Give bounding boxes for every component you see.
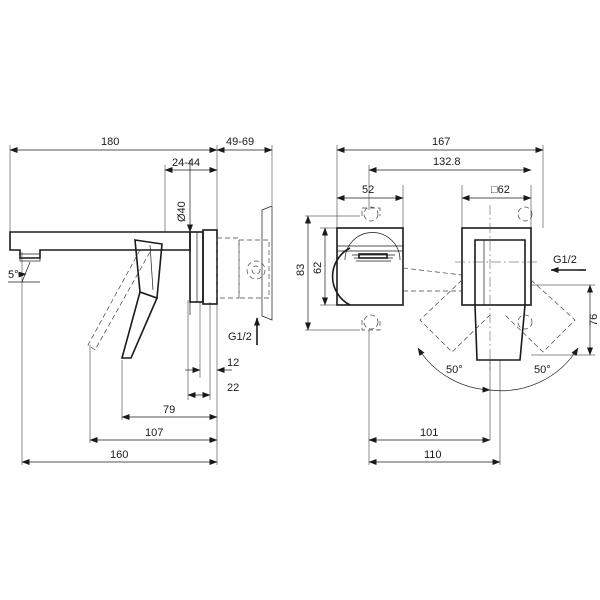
dim-167: 167 [432, 136, 450, 148]
dim-110: 110 [424, 449, 442, 461]
dim-101: 101 [420, 427, 438, 439]
front-right-body [419, 206, 576, 361]
front-left-connection [361, 206, 463, 331]
front-rotation-arcs [417, 347, 579, 393]
dim-12: 12 [227, 357, 239, 369]
dim-107: 107 [145, 427, 163, 439]
dim-22: 22 [227, 382, 239, 394]
dim-24-44: 24-44 [172, 157, 200, 169]
dim-62-vertical: 62 [312, 262, 324, 274]
dim-square-62: □62 [491, 184, 510, 196]
dim-49-69: 49-69 [226, 136, 254, 148]
front-centre-lines [455, 205, 540, 370]
dim-diameter-40: Ø40 [176, 201, 188, 222]
front-left-plate [331, 227, 404, 306]
mixer-body [189, 229, 218, 305]
front-extension-lines [305, 145, 595, 465]
front-dimension-lines [305, 147, 593, 465]
dim-83: 83 [295, 264, 307, 276]
spout [9, 231, 191, 262]
front-thread-label: G1/2 [553, 254, 577, 266]
side-view: G1/2 180 49-69 24-44 Ø40 5° 12 22 79 107… [8, 136, 273, 465]
dim-132-8: 132.8 [433, 156, 461, 168]
dim-79: 79 [163, 404, 175, 416]
wall-box [216, 205, 273, 321]
dim-180: 180 [101, 136, 119, 148]
angle-50-left: 50° [446, 364, 463, 376]
dim-76: 76 [588, 314, 600, 326]
side-dimension-lines [8, 147, 273, 465]
front-view: G1/2 167 132.8 52 □62 83 62 76 50° 50° 1… [295, 136, 600, 465]
dim-angle-5: 5° [8, 269, 19, 281]
dim-52: 52 [362, 184, 374, 196]
angle-50-right: 50° [534, 364, 551, 376]
dim-160: 160 [110, 449, 128, 461]
side-thread-label: G1/2 [228, 331, 252, 343]
lever-handle [87, 239, 163, 359]
